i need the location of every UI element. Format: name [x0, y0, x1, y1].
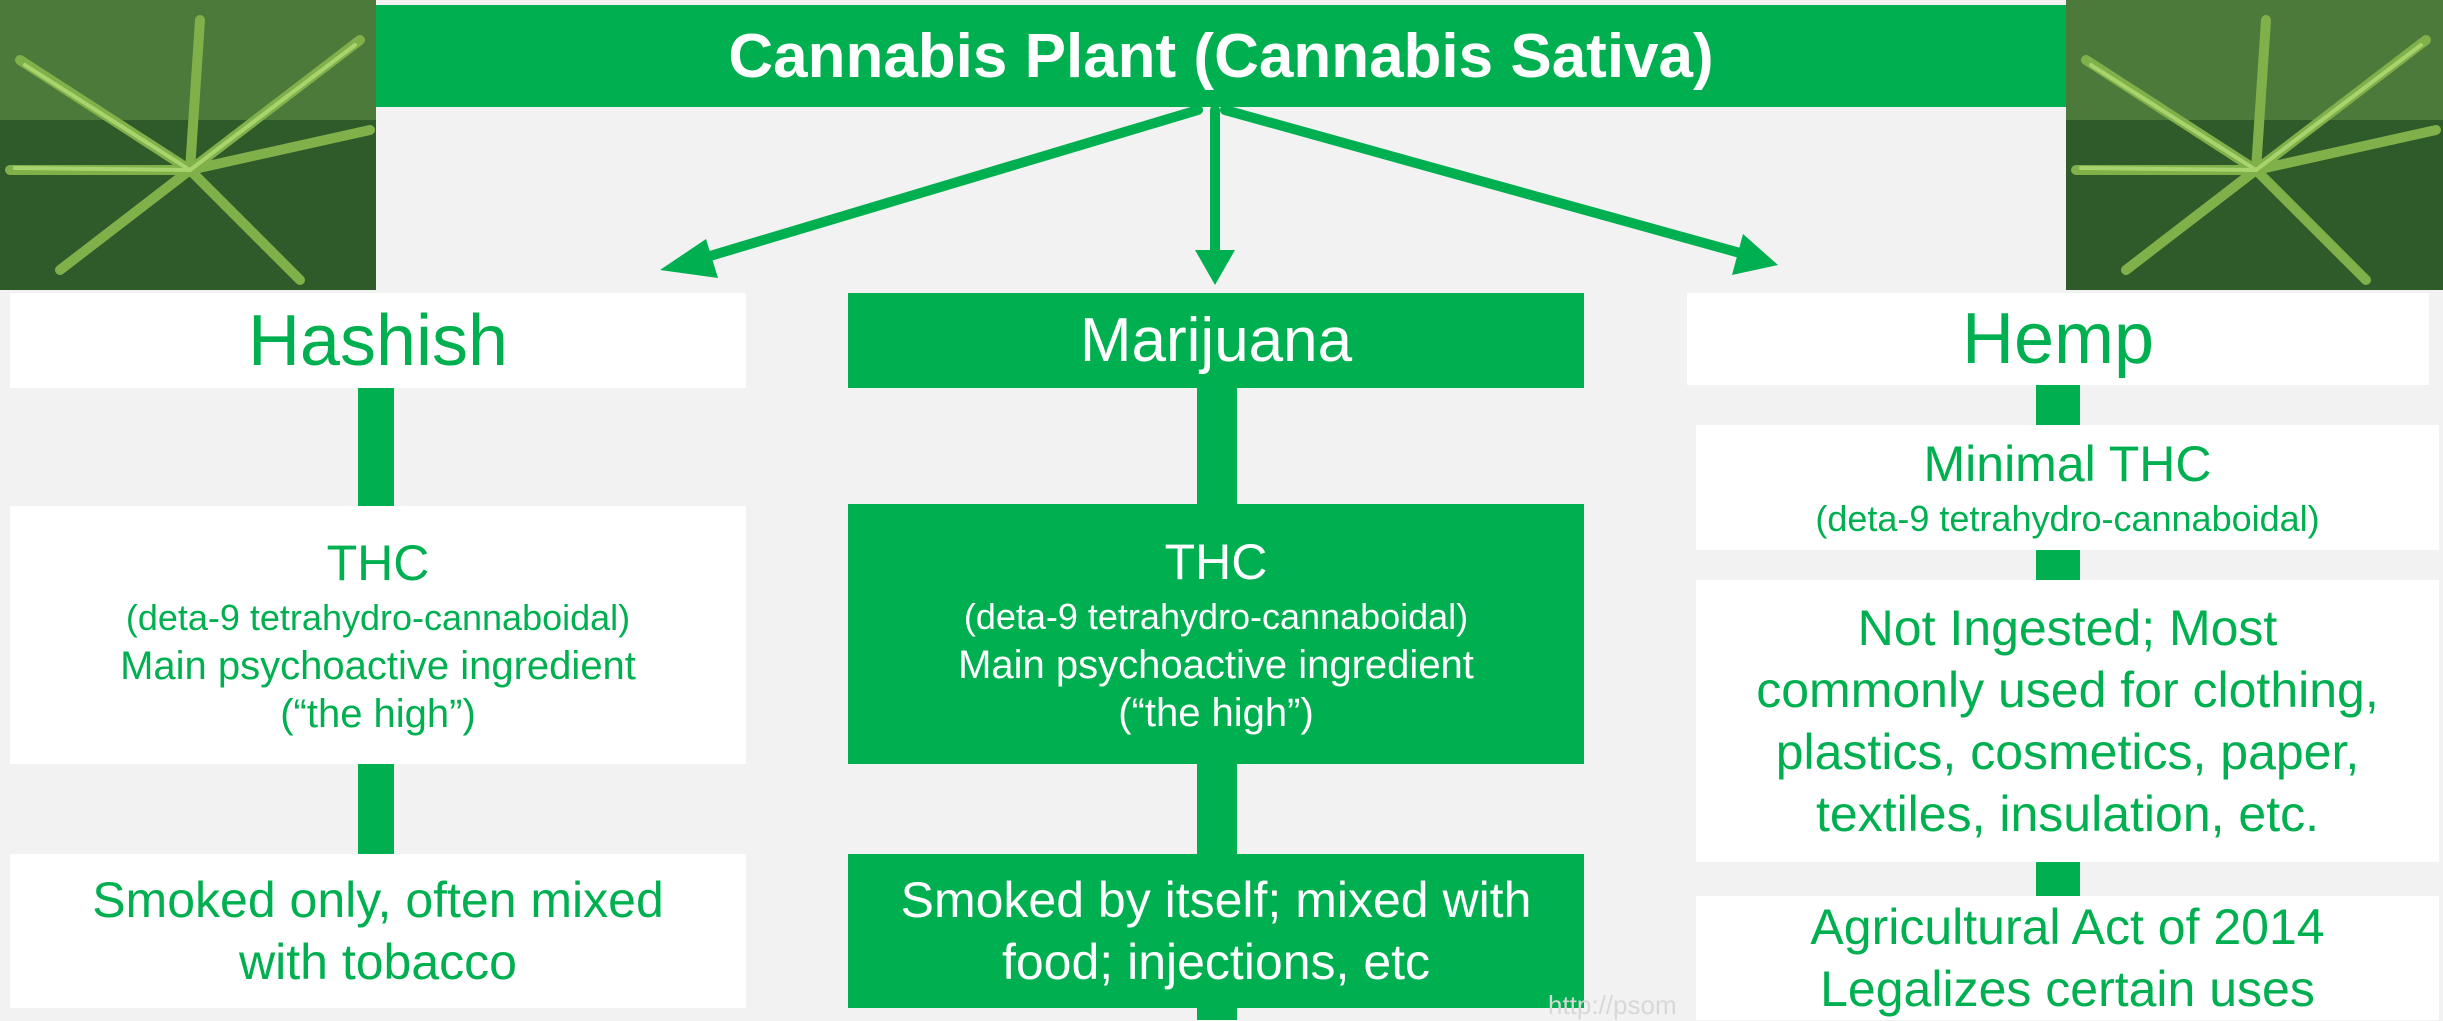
- heading-hemp-label: Hemp: [1961, 299, 2155, 379]
- hashish-thc-title: THC: [326, 535, 430, 591]
- hemp-thc-box: Minimal THC (deta-9 tetrahydro-cannaboid…: [1696, 425, 2439, 550]
- heading-hashish-label: Hashish: [247, 300, 509, 381]
- marijuana-thc-box: THC (deta-9 tetrahydro-cannaboidal) Main…: [848, 504, 1584, 764]
- arrow-to-hashish: [695, 105, 1203, 264]
- watermark-text: http://psom: [1548, 990, 1677, 1020]
- hashish-thc-chemical: (deta-9 tetrahydro-cannaboidal): [125, 597, 631, 638]
- hemp-usage-line-2: commonly used for clothing,: [1756, 662, 2379, 718]
- leaf-photo-right: [2066, 0, 2443, 290]
- marijuana-usage-line-1: Smoked by itself; mixed with: [900, 872, 1532, 928]
- arrowhead-hemp: [1732, 234, 1778, 275]
- arrowhead-hashish: [660, 239, 718, 278]
- marijuana-thc-title: THC: [1164, 534, 1268, 590]
- diagram-title: Cannabis Plant (Cannabis Sativa): [728, 21, 1714, 91]
- title-bar: Cannabis Plant (Cannabis Sativa): [376, 5, 2066, 107]
- hashish-thc-box: THC (deta-9 tetrahydro-cannaboidal) Main…: [10, 506, 746, 764]
- hashish-usage-line-2: with tobacco: [239, 934, 517, 990]
- hemp-law-line-1: Agricultural Act of 2014: [1810, 899, 2325, 955]
- hashish-thc-note: (“the high”): [280, 692, 476, 736]
- marijuana-usage-box: Smoked by itself; mixed with food; injec…: [848, 854, 1584, 1008]
- heading-marijuana: Marijuana: [848, 293, 1584, 388]
- marijuana-thc-note: (“the high”): [1118, 691, 1314, 735]
- hashish-usage-box: Smoked only, often mixed with tobacco: [10, 854, 746, 1008]
- arrowhead-marijuana: [1195, 250, 1235, 285]
- hemp-usage-line-3: plastics, cosmetics, paper,: [1775, 724, 2360, 780]
- hemp-thc-title: Minimal THC: [1923, 435, 2212, 492]
- connector-marijuana-1: [1197, 388, 1237, 504]
- hemp-usage-line-4: textiles, insulation, etc.: [1815, 786, 2320, 842]
- hashish-usage-line-1: Smoked only, often mixed: [92, 872, 664, 928]
- marijuana-usage-line-2: food; injections, etc: [1001, 934, 1431, 990]
- hemp-usage-line-1: Not Ingested; Most: [1857, 600, 2278, 656]
- hemp-thc-chemical: (deta-9 tetrahydro-cannaboidal): [1815, 497, 2320, 539]
- connector-hemp-2: [2036, 550, 2080, 580]
- connector-hemp-1: [2036, 385, 2080, 425]
- connector-hashish-1: [358, 388, 394, 506]
- heading-hemp: Hemp: [1687, 293, 2429, 385]
- marijuana-thc-chemical: (deta-9 tetrahydro-cannaboidal): [963, 596, 1469, 637]
- connector-marijuana-3: [1197, 1008, 1237, 1020]
- branch-arrows: [660, 105, 1778, 285]
- arrow-to-hemp: [1220, 105, 1745, 258]
- hemp-law-line-2: Legalizes certain uses: [1820, 961, 2315, 1017]
- hemp-usage-box: Not Ingested; Most commonly used for clo…: [1696, 580, 2439, 862]
- hashish-thc-desc: Main psychoactive ingredient: [120, 644, 636, 688]
- connector-marijuana-2: [1197, 764, 1237, 854]
- connector-hemp-3: [2036, 862, 2080, 896]
- heading-hashish: Hashish: [10, 293, 746, 388]
- connector-hashish-2: [358, 764, 394, 854]
- heading-marijuana-label: Marijuana: [1079, 306, 1353, 375]
- hemp-law-box: Agricultural Act of 2014 Legalizes certa…: [1696, 896, 2439, 1020]
- marijuana-thc-desc: Main psychoactive ingredient: [958, 643, 1474, 687]
- leaf-photo-left: [0, 0, 376, 290]
